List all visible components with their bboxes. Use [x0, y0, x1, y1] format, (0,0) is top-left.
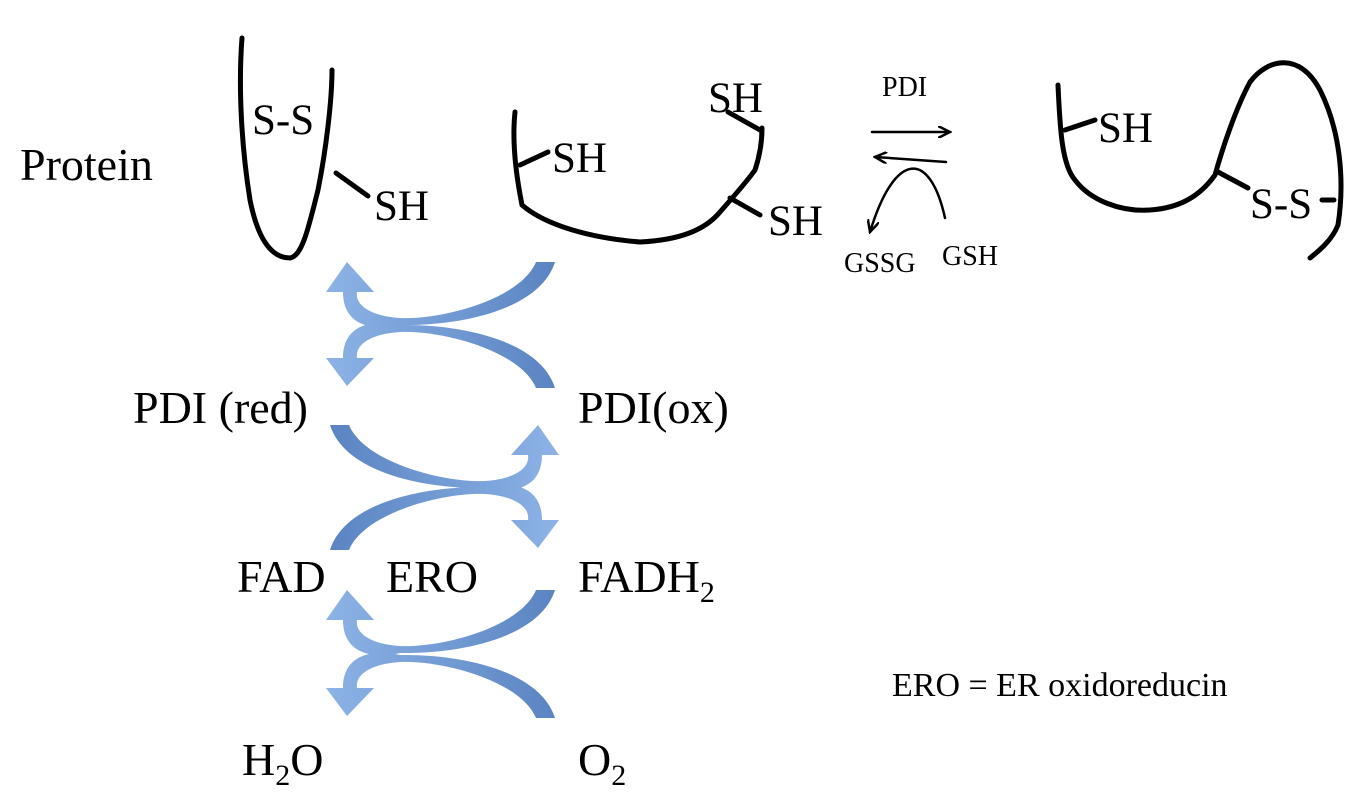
pdi-red-label: PDI (red) — [133, 382, 308, 433]
arrow-up-to-protein — [326, 262, 555, 328]
thiol-label-mid-right: SH — [768, 198, 823, 245]
sh-bond-mid-top — [725, 109, 763, 133]
h2o-label: H2O — [242, 734, 323, 792]
protein-label: Protein — [20, 139, 153, 190]
arrow-down-to-h2o — [326, 652, 555, 718]
sh-bond-mid-left — [517, 149, 551, 168]
o2-label: O2 — [578, 734, 626, 792]
arrow-down-to-pdi-red — [326, 322, 555, 388]
thiol-label-mid-left: SH — [552, 135, 607, 182]
disulfide-label-right: S-S — [1250, 181, 1312, 228]
pdi-equilibrium: PDI GSSG GSH — [844, 72, 998, 279]
ero-label: ERO — [386, 551, 478, 602]
fadh2-label: FADH2 — [578, 551, 715, 609]
disulfide-label-left: S-S — [252, 97, 314, 144]
protein-chain-three-sh: SH SH SH — [511, 75, 823, 245]
coupled-arrows — [326, 262, 559, 718]
gsh-label: GSH — [942, 241, 998, 272]
arrow-down-to-fadh2 — [330, 484, 559, 550]
sh-bond-left — [333, 170, 371, 199]
arrow-up-to-fad — [326, 590, 555, 656]
ss-bond-right — [1215, 169, 1251, 191]
arrow-up-to-pdi-ox — [330, 425, 559, 491]
thiol-label-left: SH — [374, 183, 429, 230]
thiol-label-mid-top: SH — [708, 75, 763, 122]
sh-bond-right — [1062, 117, 1098, 133]
sh-bond-mid-right — [727, 195, 763, 218]
reverse-arrow — [875, 157, 948, 162]
protein-chain-folded: SH S-S — [1055, 60, 1344, 261]
ero-legend: ERO = ER oxidoreducin — [892, 667, 1228, 704]
protein-chain-left — [237, 35, 335, 261]
gssg-label: GSSG — [844, 248, 916, 279]
pdi-equilibrium-label: PDI — [882, 72, 927, 103]
protein-chain-ss-sh: S-S SH — [237, 35, 429, 261]
pdi-ox-label: PDI(ox) — [578, 382, 729, 433]
protein-chain-right — [1055, 60, 1344, 261]
glutathione-curved-arrow — [870, 167, 947, 232]
thiol-label-right: SH — [1098, 105, 1153, 152]
fad-label: FAD — [237, 551, 326, 602]
protein-chain-middle — [511, 109, 765, 245]
